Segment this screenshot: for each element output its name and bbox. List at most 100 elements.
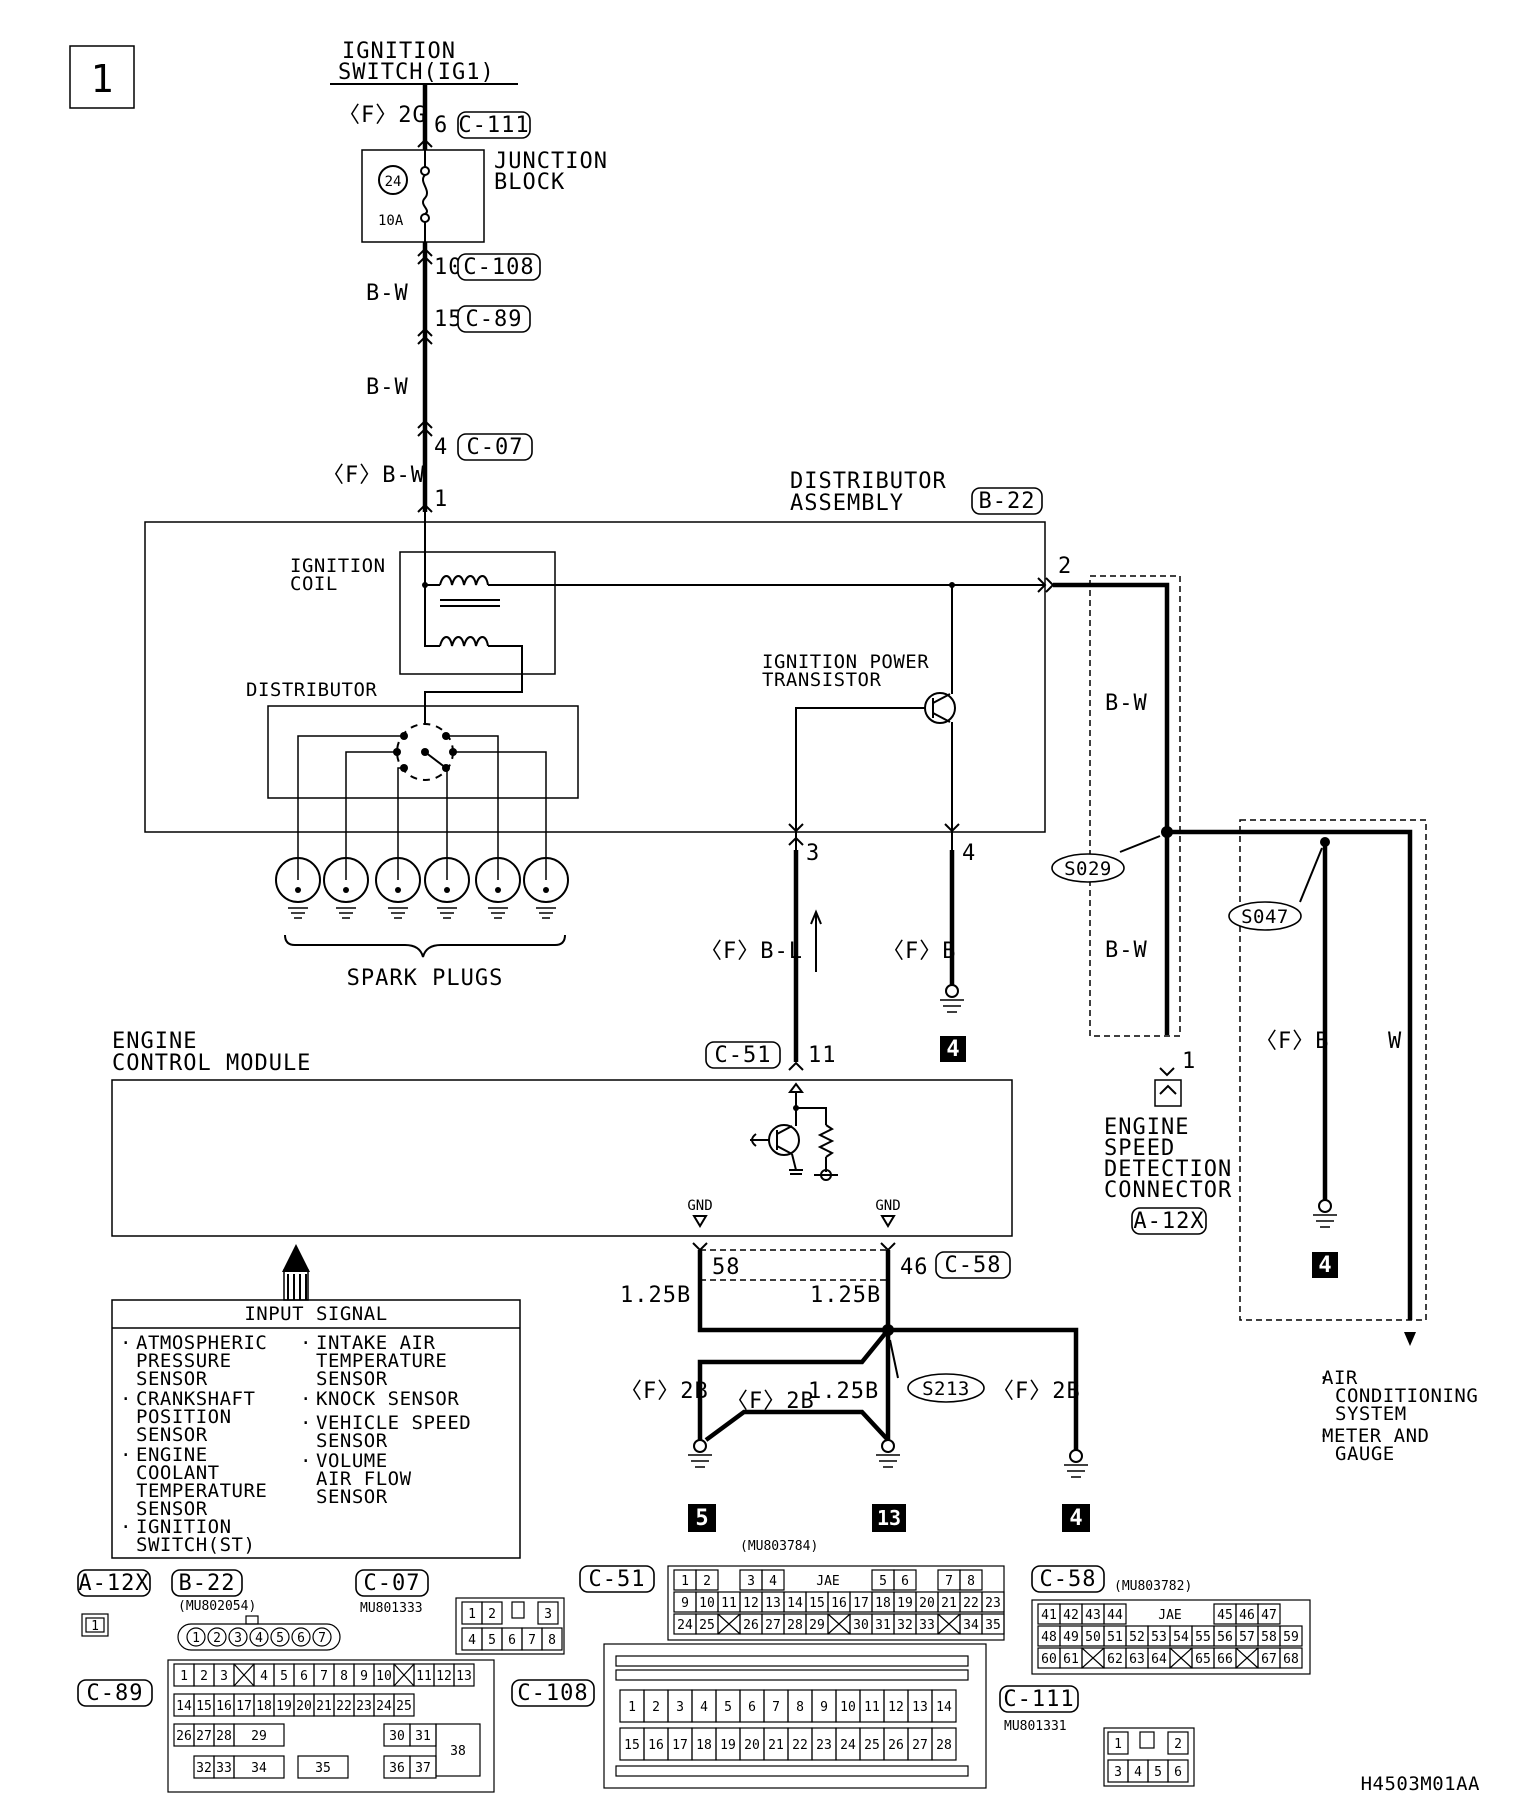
arrow-down-icon — [1404, 1332, 1416, 1346]
ground-badge-5 — [1062, 1504, 1090, 1532]
ignition-switch-label-2: SWITCH(IG1) — [338, 60, 495, 85]
ground-badge-2 — [1312, 1252, 1338, 1278]
cv-c111-part: MU801331 — [1004, 1719, 1067, 1734]
cv-c111-pin: 3 — [1114, 1765, 1122, 1780]
cv-c89-pin: 12 — [436, 1669, 452, 1684]
cv-c51-pin: 1 — [681, 1574, 689, 1589]
svg-text:·: · — [1318, 1367, 1330, 1389]
cv-c108-pin: 3 — [676, 1700, 684, 1715]
cv-c108-pin: 6 — [748, 1700, 756, 1715]
cv-b22-part: (MU802054) — [178, 1599, 256, 1614]
cv-c108-pin: 2 — [652, 1700, 660, 1715]
cv-c89-pin: 31 — [415, 1729, 431, 1744]
wire-label-fbw: 〈F〉B-W — [322, 463, 425, 488]
cv-c58-pin: 46 — [1239, 1608, 1255, 1623]
cv-c51-pin: 21 — [941, 1596, 957, 1611]
cv-c89-pin: 9 — [360, 1669, 368, 1684]
page-number: 1 — [91, 57, 114, 101]
cv-c89-pin: 25 — [396, 1699, 412, 1714]
cv-c58-pin: 67 — [1261, 1652, 1277, 1667]
ground-badge-1-text: 4 — [946, 1037, 959, 1062]
ecm-label-2: CONTROL MODULE — [112, 1051, 311, 1076]
ecm-box — [111, 1079, 1013, 1237]
cv-c89-pin: 7 — [320, 1669, 328, 1684]
wire-label-bw-2: B-W — [366, 375, 409, 400]
cv-b22-pin: 6 — [297, 1631, 305, 1646]
cv-c108-pin: 12 — [888, 1700, 904, 1715]
cv-b22-pin: 3 — [234, 1631, 242, 1646]
cv-c58-pin: 58 — [1261, 1630, 1277, 1645]
cv-c51-pin: 19 — [897, 1596, 913, 1611]
ground-badge-3 — [688, 1504, 716, 1532]
svg-text:CRANKSHAFT: CRANKSHAFT — [136, 1388, 255, 1410]
cv-c89-pin: 26 — [176, 1729, 192, 1744]
cv-c108-tag: C-108 — [517, 1681, 588, 1706]
wire-label-bw-1: B-W — [366, 281, 409, 306]
connector-tag-c89: C-89 — [466, 307, 523, 332]
pin-46: 46 — [900, 1255, 929, 1280]
ecm-label-1: ENGINE — [112, 1029, 197, 1054]
connector-tag-c108: C-108 — [463, 255, 534, 280]
connector-tag-c58: C-58 — [945, 1253, 1002, 1278]
cv-c51-pin: 26 — [743, 1618, 759, 1633]
wire-label-f2b-1: 〈F〉2B — [620, 1379, 709, 1404]
cv-c108-pin: 4 — [700, 1700, 708, 1715]
cv-c51-pin: 11 — [721, 1596, 737, 1611]
cv-c07-pin: 3 — [544, 1607, 552, 1622]
cv-b22-pin-circle — [186, 1627, 206, 1647]
cv-c108-pin: 20 — [744, 1738, 760, 1753]
svg-text:·: · — [120, 1516, 132, 1538]
cv-b22-pin-circle — [291, 1627, 311, 1647]
svg-text:TEMPERATURE: TEMPERATURE — [136, 1480, 267, 1502]
svg-text:·: · — [1318, 1425, 1330, 1447]
wire-w — [1167, 829, 1413, 1320]
cv-c51-pin: 29 — [809, 1618, 825, 1633]
cv-c111-tag: C-111 — [1003, 1687, 1074, 1712]
wire-label-f2b-3: 〈F〉2B — [992, 1379, 1081, 1404]
cv-c58-pin: 50 — [1085, 1630, 1101, 1645]
cv-c108-cell — [931, 1689, 957, 1723]
cv-c89-pin: 36 — [389, 1761, 405, 1776]
pin-1b: 1 — [1182, 1049, 1196, 1074]
spark-plugs-label: SPARK PLUGS — [347, 966, 504, 991]
cv-c51-pin: 22 — [963, 1596, 979, 1611]
cv-c89-cell — [453, 1663, 475, 1687]
pin-4: 4 — [434, 435, 448, 460]
cv-b22-pin: 4 — [255, 1631, 263, 1646]
cv-c108-pin: 17 — [672, 1738, 688, 1753]
cv-c108-pin: 9 — [820, 1700, 828, 1715]
spark-plugs — [275, 857, 569, 919]
cv-b22-tag: B-22 — [179, 1571, 236, 1596]
svg-text:KNOCK SENSOR: KNOCK SENSOR — [316, 1388, 459, 1410]
cv-c51-pin: 34 — [963, 1618, 979, 1633]
cv-c108-pin: 26 — [888, 1738, 904, 1753]
cv-c108-pin: 14 — [936, 1700, 952, 1715]
cv-a12x-tag: A-12X — [78, 1571, 149, 1596]
cv-c89-pin: 4 — [260, 1669, 268, 1684]
wire-label-125b-2: 1.25B — [810, 1283, 881, 1308]
cv-c51-pin: 3 — [747, 1574, 755, 1589]
cv-c58-tag: C-58 — [1040, 1567, 1097, 1592]
ground-badge-1 — [940, 1036, 966, 1062]
cv-b22-pin-circle — [270, 1627, 290, 1647]
svg-text:COOLANT: COOLANT — [136, 1462, 220, 1484]
engine-speed-label-1: ENGINE — [1104, 1115, 1189, 1140]
svg-text:SWITCH(ST): SWITCH(ST) — [136, 1534, 255, 1556]
cv-c58-pin: 63 — [1129, 1652, 1145, 1667]
page-number-box — [69, 45, 135, 109]
ecm-gnd-2: GND — [875, 1198, 900, 1214]
cv-c89-pin: 29 — [251, 1729, 267, 1744]
pin-2: 2 — [1058, 554, 1072, 579]
svg-text:SENSOR: SENSOR — [136, 1424, 208, 1446]
svg-text:SENSOR: SENSOR — [316, 1430, 388, 1452]
pin-3: 3 — [806, 841, 820, 866]
cv-b22-pin-circle — [249, 1627, 269, 1647]
cv-c58-pin: 43 — [1085, 1608, 1101, 1623]
cv-c89-pin: 34 — [251, 1761, 267, 1776]
cv-c51-pin: 31 — [875, 1618, 891, 1633]
cv-c58-pin: 47 — [1261, 1608, 1277, 1623]
